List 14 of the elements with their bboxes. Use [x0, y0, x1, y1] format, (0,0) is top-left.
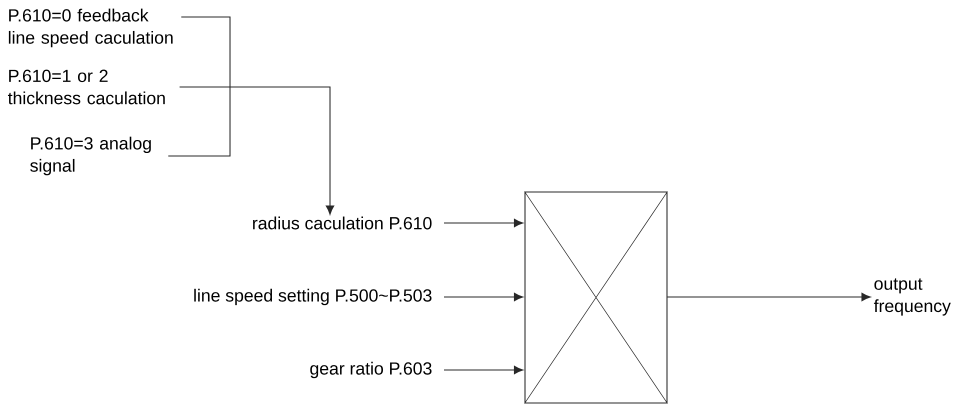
arrow — [668, 292, 871, 302]
mode-label: P.610=3 analog signal — [30, 136, 151, 176]
input-label: line speed setting P.500~P.503 — [194, 288, 432, 306]
arrow — [444, 292, 524, 302]
crossed-box — [524, 191, 668, 404]
arrow — [180, 86, 334, 215]
mode-label: P.610=1 or 2 thickness caculation — [8, 70, 165, 104]
mode-label: P.610=0 feedback line speed caculation — [8, 8, 173, 48]
bracket-line — [168, 16, 231, 157]
input-label: radius caculation P.610 — [253, 216, 432, 230]
output-label: output frequency — [874, 278, 951, 316]
arrow — [444, 366, 524, 374]
input-label: gear ratio P.603 — [310, 362, 432, 378]
arrow — [444, 218, 524, 228]
